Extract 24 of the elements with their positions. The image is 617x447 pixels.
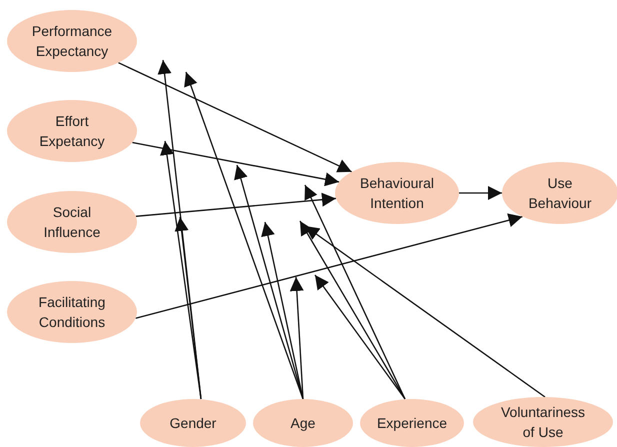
- arrow: [314, 274, 406, 400]
- arrow: [118, 62, 352, 172]
- construct-label: Social Influence: [42, 203, 102, 242]
- construct-label: Gender: [170, 414, 216, 433]
- arrow: [234, 164, 304, 400]
- arrow: [132, 142, 340, 186]
- arrow: [160, 140, 202, 400]
- construct-label: Effort Expetancy: [38, 112, 106, 151]
- construct-label: Use Behaviour: [527, 174, 593, 213]
- arrow: [174, 216, 202, 400]
- construct-label: Behavioural Intention: [359, 174, 435, 213]
- construct-label: Experience: [376, 414, 448, 433]
- construct-label: Voluntariness of Use: [500, 403, 586, 442]
- arrow: [299, 220, 406, 400]
- arrow: [304, 184, 406, 400]
- construct-label: Performance Expectancy: [30, 22, 114, 61]
- arrow: [136, 213, 523, 319]
- arrow: [184, 72, 304, 400]
- arrow: [136, 192, 336, 217]
- construct-label: Age: [290, 414, 316, 433]
- construct-label: Facilitating Conditions: [38, 293, 106, 332]
- arrow: [261, 222, 304, 400]
- arrow: [290, 276, 304, 400]
- arrow: [459, 186, 502, 200]
